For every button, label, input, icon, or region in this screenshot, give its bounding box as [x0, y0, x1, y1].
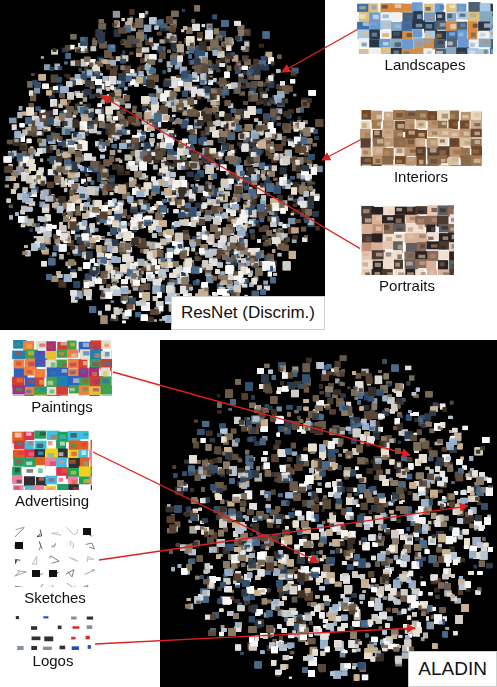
example-thumbnail: Portraits: [359, 205, 455, 295]
image-mosaic: [12, 612, 94, 650]
image-mosaic: [360, 110, 482, 166]
category-label: Paintings: [11, 396, 113, 416]
leader-line: [113, 372, 410, 455]
example-thumbnail: Advertising: [11, 430, 93, 510]
model-label-box: ALADIN: [408, 651, 497, 687]
model-name: ResNet (Discrim.): [181, 303, 315, 323]
leader-line: [322, 140, 360, 160]
leader-line: [93, 452, 318, 562]
example-thumbnail: Landscapes: [356, 2, 494, 74]
example-thumbnail: Sketches: [11, 525, 99, 607]
image-mosaic: [357, 2, 493, 54]
category-label: Portraits: [359, 275, 455, 295]
example-thumbnail: Logos: [11, 612, 95, 670]
example-thumbnail: Paintings: [11, 340, 113, 416]
leader-line: [102, 96, 376, 258]
category-label: Interiors: [359, 166, 483, 186]
model-name: ALADIN: [418, 658, 487, 680]
image-mosaic: [12, 430, 92, 490]
leader-line: [95, 628, 415, 644]
model-label-box: ResNet (Discrim.): [171, 296, 325, 330]
leader-line: [282, 28, 360, 72]
image-mosaic: [360, 205, 454, 275]
category-label: Advertising: [11, 490, 93, 510]
example-thumbnail: Interiors: [359, 110, 483, 186]
image-mosaic: [12, 525, 98, 587]
image-mosaic: [12, 340, 112, 396]
leader-line: [99, 506, 468, 560]
category-label: Sketches: [11, 587, 99, 607]
category-label: Logos: [11, 650, 95, 670]
category-label: Landscapes: [356, 54, 494, 74]
